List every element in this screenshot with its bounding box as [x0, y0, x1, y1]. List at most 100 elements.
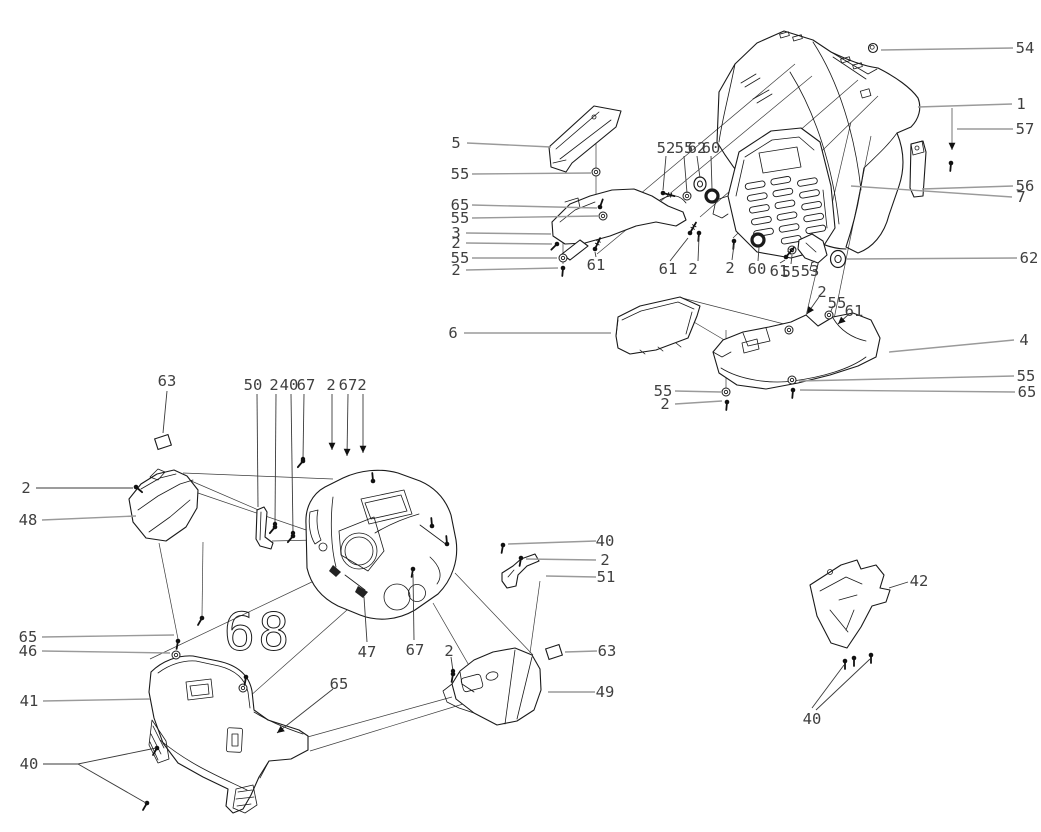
part-6-tray	[615, 296, 701, 355]
washer-icon	[171, 650, 181, 660]
callout-60: 60	[748, 246, 766, 278]
part-number-label: 67	[406, 641, 425, 659]
part-4-panel	[712, 312, 881, 390]
callout-2: 2	[688, 236, 700, 278]
callout-55: 55	[675, 139, 693, 194]
part-number-label: 40	[280, 376, 299, 394]
callout-49: 49	[548, 683, 614, 701]
leader-line	[669, 237, 689, 262]
part-number-label: 49	[596, 683, 615, 701]
callout-67: 67	[406, 573, 425, 659]
leader-line	[696, 155, 701, 179]
projection-line	[303, 696, 453, 739]
callout-40: 40	[803, 658, 871, 728]
leader-line	[162, 390, 168, 434]
callout-55: 55	[654, 382, 722, 400]
callout-2: 2	[357, 376, 367, 453]
callout-46: 46	[19, 642, 171, 660]
screw-icon	[197, 615, 205, 626]
part-number-label: 55	[451, 249, 470, 267]
screw-icon	[142, 800, 150, 811]
screw-icon	[152, 745, 160, 756]
washer-icon	[721, 387, 731, 397]
screw-icon	[518, 555, 524, 567]
screw-icon	[410, 566, 416, 578]
bolt-icon	[783, 246, 795, 260]
callout-54: 54	[880, 39, 1035, 57]
callout-2: 2	[451, 234, 553, 252]
callouts: 5415756762455652486546414055565553255252…	[19, 39, 1039, 804]
arrowhead	[948, 142, 956, 150]
callout-65: 65	[799, 383, 1036, 401]
part-49-pod	[442, 647, 542, 726]
callout-65: 65	[451, 196, 598, 214]
part-number-label: 2	[269, 376, 278, 394]
screw-icon	[851, 655, 857, 667]
screw-icon	[429, 517, 435, 529]
part-50-bracket	[255, 506, 274, 550]
part-number-label: 2	[600, 551, 609, 569]
callout-67: 67	[297, 376, 315, 462]
leader-line	[466, 142, 552, 148]
part-number-label: 1	[1016, 95, 1025, 113]
bolt-icon	[660, 190, 676, 198]
leader-line	[465, 242, 553, 245]
part-41-bumper	[148, 655, 309, 814]
part-number-label: 65	[451, 196, 470, 214]
part-number-label: 2	[326, 376, 335, 394]
leader-line	[77, 763, 147, 804]
leader-line	[799, 389, 1016, 393]
leader-line	[471, 172, 592, 175]
projection-line	[149, 569, 338, 660]
arrowhead	[359, 445, 367, 453]
callout-57: 57	[957, 120, 1034, 138]
leader-line	[779, 259, 786, 264]
watermark-number: 68	[224, 603, 293, 663]
screw-icon	[948, 160, 954, 172]
screw-icon	[133, 484, 144, 494]
screw-dot	[290, 530, 296, 536]
leader-line	[545, 575, 597, 578]
part-number-label: 65	[19, 628, 38, 646]
callout-63: 63	[564, 642, 616, 660]
part-number-label: 42	[910, 572, 929, 590]
washer-icon	[591, 167, 601, 177]
screw-icon	[370, 472, 376, 484]
part-number-label: 55	[451, 165, 470, 183]
leader-line	[41, 634, 175, 638]
screw-icon	[790, 387, 796, 399]
part-number-label: 52	[657, 139, 676, 157]
leader-line	[363, 596, 368, 643]
leader-line	[41, 515, 137, 521]
part-number-label: 55	[1017, 367, 1036, 385]
washer-icon	[682, 191, 692, 201]
leader-line	[43, 747, 157, 765]
part-number-label: 62	[1020, 249, 1039, 267]
part-number-label: 2	[444, 642, 453, 660]
part-number-label: 56	[1016, 177, 1035, 195]
leader-line	[274, 393, 277, 525]
part-number-label: 63	[158, 372, 177, 390]
washer-icon	[784, 325, 794, 335]
leader-line	[674, 390, 722, 393]
part-number-label: 46	[19, 642, 38, 660]
part-number-label: 65	[330, 675, 349, 693]
callout-3: 3	[451, 224, 552, 242]
washer-icon	[238, 683, 248, 693]
screw-icon	[597, 198, 604, 210]
callout-62: 62	[846, 249, 1039, 267]
callout-40: 40	[20, 747, 157, 804]
washer-icon	[824, 310, 834, 320]
leader-line	[471, 204, 598, 209]
watermark-68: 68	[223, 603, 293, 664]
fasteners	[133, 42, 954, 811]
washer-icon	[787, 375, 797, 385]
part-number-label: 4	[1019, 331, 1028, 349]
callout-48: 48	[19, 511, 137, 529]
part-number-label: 54	[1016, 39, 1035, 57]
leader-line	[290, 393, 294, 534]
grommet-icon	[693, 176, 707, 192]
callout-51: 51	[545, 568, 615, 586]
part-number-label: 55	[654, 382, 673, 400]
